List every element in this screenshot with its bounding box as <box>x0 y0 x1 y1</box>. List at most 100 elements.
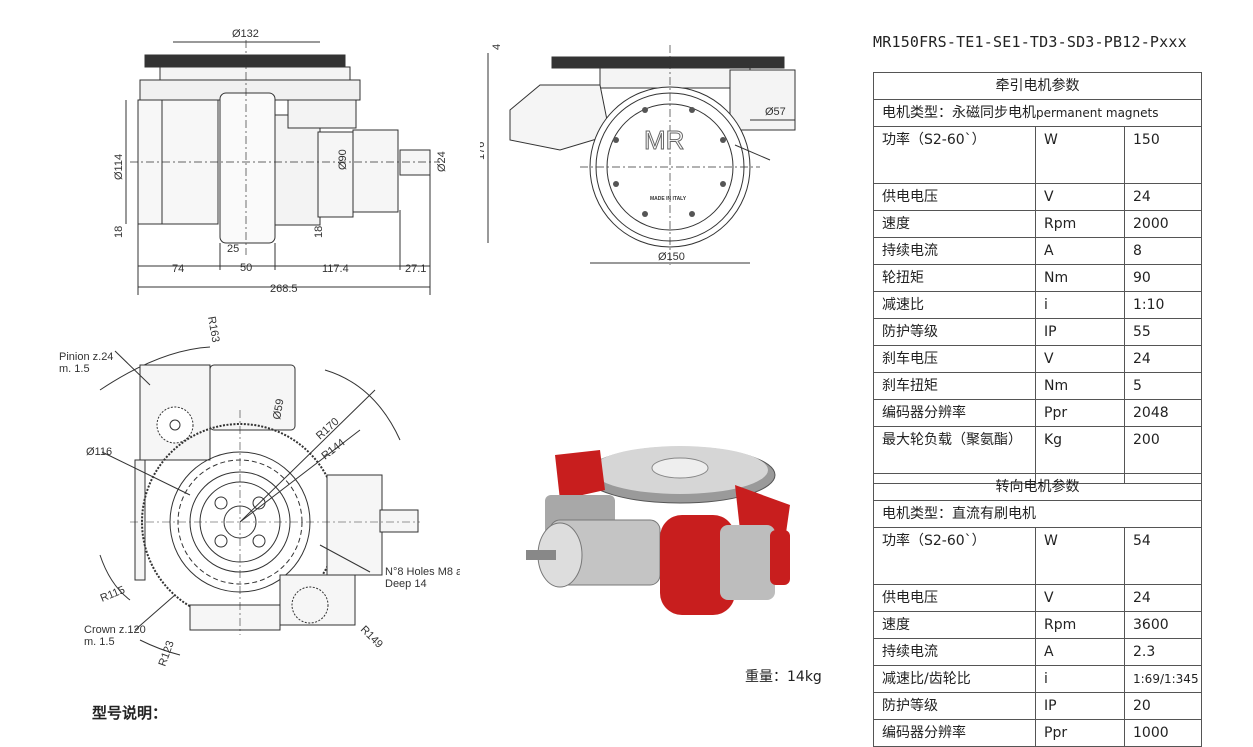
model-code: MR150FRS-TE1-SE1-TD3-SD3-PB12-Pxxx <box>873 33 1187 51</box>
cell-unit: IP <box>1035 318 1125 346</box>
cell-value: 150 <box>1123 126 1203 184</box>
cell-unit: Rpm <box>1035 611 1125 639</box>
mr-logo: MR <box>644 125 684 155</box>
cell-value: 3600 <box>1123 611 1203 639</box>
cell-param: 持续电流 <box>873 237 1036 265</box>
table-title: 转向电机参数 <box>872 473 1203 501</box>
cell-unit: A <box>1035 237 1125 265</box>
dim-18b: 18 <box>313 226 325 238</box>
cell-value: 24 <box>1123 345 1203 373</box>
cell-value: 55 <box>1123 318 1203 346</box>
dim-27-1: 27.1 <box>405 263 426 275</box>
cell-value: 1:10 <box>1123 291 1203 319</box>
wheel-tyre <box>660 515 735 615</box>
made-in-italy-label: MADE IN ITALY <box>650 196 687 202</box>
dim-18a: 18 <box>113 226 125 238</box>
cell-unit: Rpm <box>1035 210 1125 238</box>
crown-label: Crown z.120 <box>84 624 146 636</box>
cell-unit: Nm <box>1035 264 1125 292</box>
dim-d132: Ø132 <box>232 28 259 40</box>
cell-value: 20 <box>1123 692 1203 720</box>
cell-param: 编码器分辨率 <box>873 399 1036 427</box>
dim-268-5: 268.5 <box>270 283 298 295</box>
pinion-module: m. 1.5 <box>59 363 90 375</box>
holes-label: N°8 Holes M8 a <box>385 566 460 578</box>
cell-param: 速度 <box>873 210 1036 238</box>
dim-117-4: 117.4 <box>322 263 349 275</box>
steering-motor <box>209 364 296 431</box>
cell-unit: V <box>1035 345 1125 373</box>
dim-d114: Ø114 <box>113 154 125 180</box>
cell-param: 减速比 <box>873 291 1036 319</box>
dim-d116: Ø116 <box>86 446 112 458</box>
cell-value: 24 <box>1123 584 1203 612</box>
cell-param: 减速比/齿轮比 <box>873 665 1036 693</box>
cell-unit: W <box>1035 527 1125 585</box>
cell-param: 供电电压 <box>873 183 1036 211</box>
cell-param: 供电电压 <box>873 584 1036 612</box>
cell-unit: Ppr <box>1035 719 1125 747</box>
dim-4: 4 <box>491 44 503 50</box>
cell-unit: A <box>1035 638 1125 666</box>
cell-value: 8 <box>1123 237 1203 265</box>
cell-param: 防护等级 <box>873 318 1036 346</box>
product-3d-render <box>526 446 790 615</box>
pinion-gear <box>156 406 194 444</box>
cell-unit: Nm <box>1035 372 1125 400</box>
cell-value: 1000 <box>1123 719 1203 747</box>
traction-motor-table: 牵引电机参数 电机类型：永磁同步电机permanent magnets 功率（S… <box>872 72 1203 484</box>
dim-d90: Ø90 <box>337 149 349 170</box>
red-bracket-left <box>555 450 605 500</box>
wheel <box>589 86 751 248</box>
front-view-drawing: MR MADE IN ITALY 4 176 Ø57 Ø150 <box>480 44 796 265</box>
pinion-label: Pinion z.24 <box>59 351 113 363</box>
cell-value: 90 <box>1123 264 1203 292</box>
weight-label: 重量：14kg <box>745 669 822 685</box>
dim-176: 176 <box>480 142 487 160</box>
dim-d24: Ø24 <box>436 151 448 172</box>
gear-rim <box>144 54 346 68</box>
cell-param: 轮扭矩 <box>873 264 1036 292</box>
cell-unit: Ppr <box>1035 399 1125 427</box>
side-view-drawing: Ø132 Ø114 Ø90 Ø24 18 18 25 50 74 117.4 2… <box>113 28 448 295</box>
crown-module: m. 1.5 <box>84 636 115 648</box>
cell-value: 2048 <box>1123 399 1203 427</box>
dim-d59: Ø59 <box>271 398 286 421</box>
dim-d150: Ø150 <box>658 251 685 263</box>
cell-value: 2000 <box>1123 210 1203 238</box>
dim-r149: R149 <box>358 624 385 651</box>
model-description-heading: 型号说明： <box>92 704 168 722</box>
gear-rim <box>551 56 785 69</box>
motor-type: 电机类型：永磁同步电机permanent magnets <box>872 99 1203 127</box>
cell-param: 功率（S2-60`） <box>873 126 1036 184</box>
cell-unit: V <box>1035 584 1125 612</box>
holes-depth: Deep 14 <box>385 578 427 590</box>
dim-d57: Ø57 <box>765 106 786 118</box>
cell-param: 速度 <box>873 611 1036 639</box>
cell-value: 24 <box>1123 183 1203 211</box>
cell-unit: V <box>1035 183 1125 211</box>
cell-param: 编码器分辨率 <box>873 719 1036 747</box>
dim-r163: R163 <box>205 315 221 343</box>
dim-r115: R115 <box>99 584 127 605</box>
cell-unit: W <box>1035 126 1125 184</box>
table-title: 牵引电机参数 <box>872 72 1203 100</box>
top-view-drawing: R163 Pinion z.24 m. 1.5 Ø59 R170 R144 Ø1… <box>59 315 460 668</box>
motor-type: 电机类型：直流有刷电机 <box>872 500 1203 528</box>
